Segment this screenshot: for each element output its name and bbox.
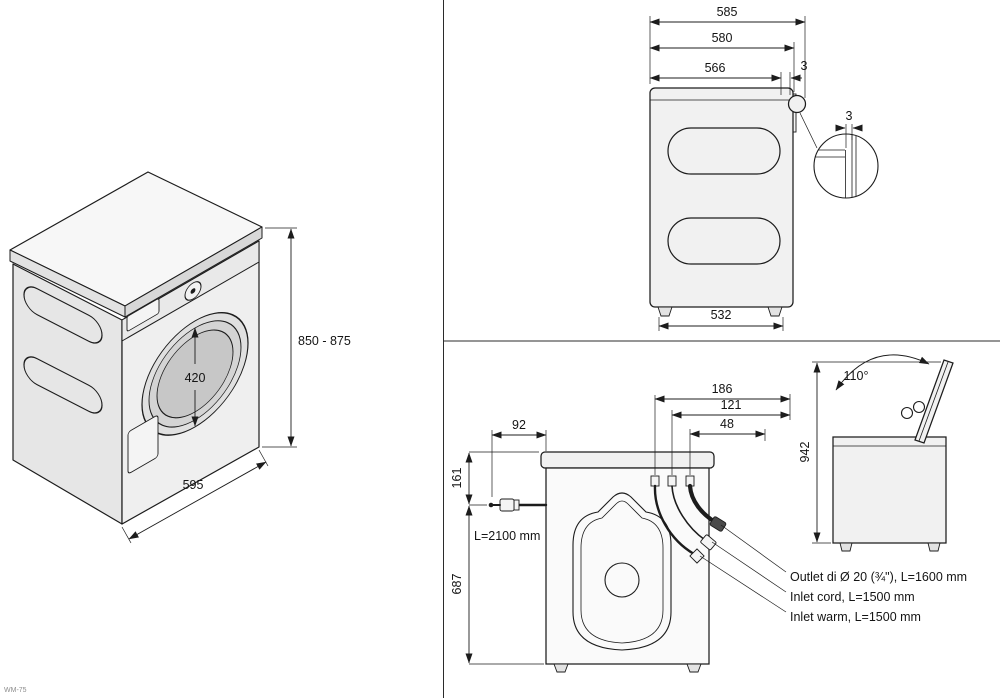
drain-tip [488,502,494,508]
side-emboss-lower [667,217,781,265]
drain-coupling [499,498,515,512]
power-plug [700,534,717,551]
rear-cap [787,94,807,114]
model-code: WM-75 [4,687,27,694]
lid-view-body [832,436,947,544]
height-value: 850 - 875 [298,334,351,348]
callout-inlet-warm: Inlet warm, L=1500 mm [790,610,921,624]
warm-offset-dimension: 48 [689,417,766,475]
opening-angle-value: 110° [844,369,869,383]
drain-top-dimension: 161 [450,451,539,506]
open-lid [914,359,954,444]
detail-gap-value: 3 [846,109,853,123]
feet-spacing-dimension: 532 [658,308,784,331]
side-view: 585 580 566 3 [649,5,879,331]
isometric-view: 420 850 - 875 595 [9,171,351,544]
lid-view-foot-left [839,542,853,552]
cord-offset-value: 121 [721,398,742,412]
height-dimension: 850 - 875 [262,227,351,448]
rear-body [545,467,710,665]
open-lid-line [918,361,949,442]
rear-emboss-inner [580,500,664,644]
callout-inlet-cord: Inlet cord, L=1500 mm [790,590,915,604]
drain-hose-length-label: L=2100 mm [474,529,540,543]
drain-floor-dimension: 687 [450,505,544,665]
drain-floor-value: 687 [450,574,464,595]
rear-foot-left [553,663,569,673]
depth-body-dimension: 566 [649,61,791,95]
drum-bearing [604,562,640,598]
hinge-lower [912,400,926,414]
outlet-hose [687,483,718,525]
open-height-value: 942 [798,442,812,463]
outlet-elbow [709,516,727,532]
connections [488,475,727,564]
depth-mid-dimension: 580 [649,31,795,92]
drain-offset-dimension: 92 [491,418,547,497]
lid-view-foot-right [927,542,941,552]
left-panel-embossing [23,286,103,414]
door-diameter-value: 420 [185,371,206,385]
front-foot [657,306,673,317]
depth-total-dimension: 585 [649,5,806,98]
cord-leader [711,541,787,593]
side-body [649,87,794,308]
feet-spacing-value: 532 [711,308,732,322]
callout-outlet: Outlet di Ø 20 (¾"), L=1600 mm [790,570,967,584]
depth-body-value: 566 [705,61,726,75]
rear-foot-right [686,663,702,673]
detergent-drawer [126,298,160,332]
emboss-oval-lower [23,356,103,414]
side-emboss-upper [667,127,781,175]
open-height-dimension: 942 [798,361,941,544]
power-cord [671,485,706,541]
detail-content [814,134,857,198]
warm-inlet-stub [650,475,660,487]
warm-coupling [689,548,705,564]
rear-gap-value: 3 [801,59,808,73]
door-diameter-dimension: 420 [185,327,206,427]
emboss-oval-upper [23,286,103,344]
opening-angle-dimension: 110° [835,354,930,391]
panel-dividers [443,0,1000,698]
drain-top-value: 161 [450,468,464,489]
depth-mid-value: 580 [712,31,733,45]
lid-open-view: 110° 942 [798,354,954,552]
outlet-leader [720,524,787,573]
connection-callouts: Outlet di Ø 20 (¾"), L=1600 mm Inlet cor… [699,524,967,624]
worktop-edge-front [124,226,263,318]
outlet-offset-value: 186 [712,382,733,396]
detail-leader [799,112,818,149]
rear-gap-dimension: 3 [790,59,808,82]
front-panel-details [126,281,249,474]
hinge-upper [900,406,914,420]
rear-worktop [540,451,715,469]
inlet-warm-hose [653,484,696,556]
width-dimension: 595 [121,449,269,544]
detail-magnifier: 3 [799,109,879,199]
depth-total-value: 585 [717,5,738,19]
rear-view: 186 121 48 92 161 [450,382,967,673]
drain-clip [513,499,520,511]
drain-offset-value: 92 [512,418,526,432]
cord-stub [667,475,677,487]
warm-offset-value: 48 [720,417,734,431]
rear-foot [767,306,783,317]
cord-offset-dimension: 121 [671,398,791,475]
width-value: 595 [183,478,204,492]
warm-leader [699,555,787,613]
